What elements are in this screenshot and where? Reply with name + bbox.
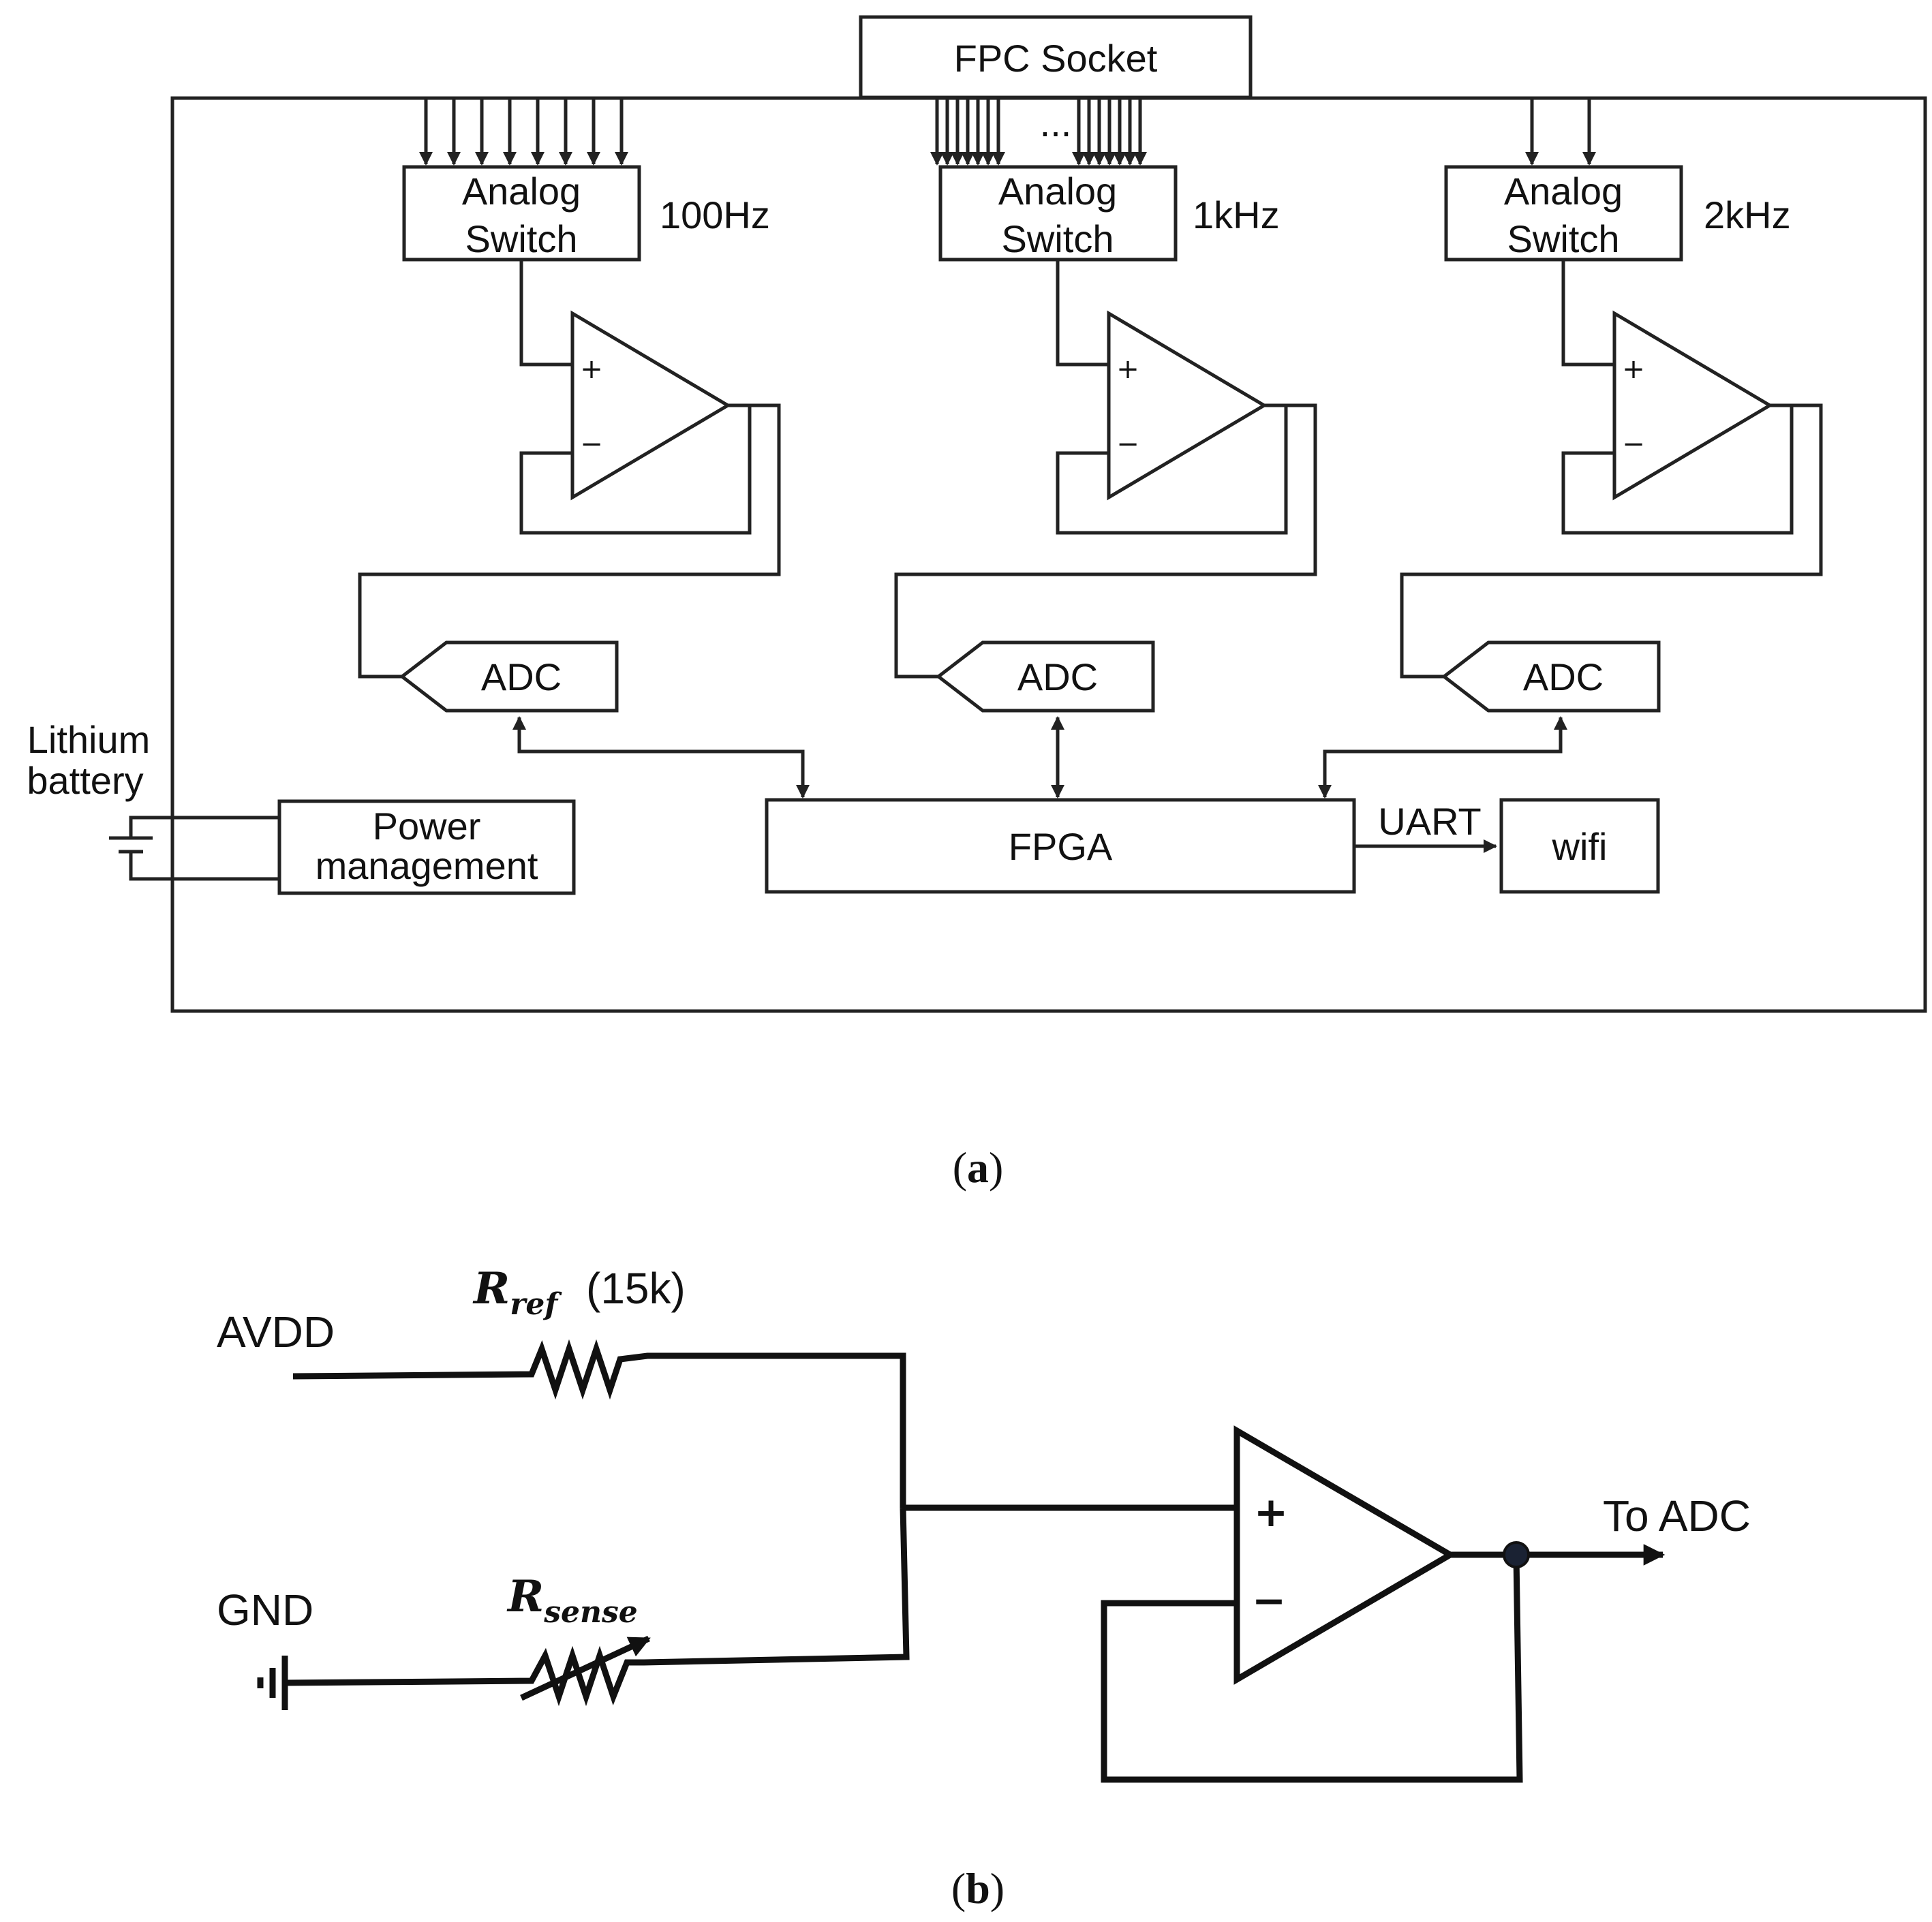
r-sense-label: Rsense	[506, 1571, 638, 1630]
opamp-2-minus: −	[1116, 429, 1139, 460]
analog-switch-2-label-line1: Analog	[998, 170, 1117, 213]
opamp-1-plus: +	[580, 354, 603, 385]
opamp-3-minus: −	[1622, 429, 1645, 460]
input-arrows-switch-1	[419, 99, 628, 166]
opamp-b-plus: +	[1254, 1489, 1288, 1536]
adc-3-label: ADC	[1523, 655, 1604, 698]
opamp-channel-2: + −	[894, 260, 1317, 679]
opamp-1-minus: −	[580, 429, 603, 460]
frequency-label-1khz: 1kHz	[1193, 193, 1280, 236]
opamp-channel-1: + −	[358, 260, 781, 679]
r-sense-variable-arrow	[520, 1635, 651, 1701]
opamp-3-plus: +	[1622, 354, 1645, 385]
lithium-battery: Lithium battery	[27, 718, 279, 881]
opamp-b-minus: −	[1252, 1577, 1286, 1625]
wifi-label: wifi	[1552, 825, 1608, 868]
opamp-buffer	[1233, 1425, 1456, 1685]
to-adc-label: To ADC	[1603, 1491, 1751, 1540]
caption-b: (b)	[951, 1864, 1005, 1912]
fpc-socket-label: FPC Socket	[954, 37, 1158, 80]
battery-label-line1: Lithium	[27, 718, 151, 761]
caption-a: (a)	[953, 1143, 1004, 1192]
arrow-ellipsis: ...	[1040, 102, 1072, 144]
power-management-block: Power management	[277, 799, 576, 895]
link-adc1-fpga	[512, 716, 810, 799]
adc-3: ADC	[1441, 640, 1661, 713]
analog-switch-3-label-line1: Analog	[1504, 170, 1623, 213]
adc-2: ADC	[935, 640, 1155, 713]
battery-label-line2: battery	[27, 759, 143, 802]
power-management-label-line1: Power	[373, 805, 481, 848]
ground-icon	[257, 1656, 288, 1710]
input-arrows-switch-2	[930, 99, 1147, 166]
analog-switch-2: Analog Switch	[938, 165, 1178, 262]
analog-switch-1-label-line2: Switch	[465, 217, 578, 260]
power-management-label-line2: management	[316, 844, 538, 887]
analog-switch-3: Analog Switch	[1444, 165, 1683, 262]
analog-switch-2-label-line2: Switch	[1002, 217, 1114, 260]
frequency-label-100hz: 100Hz	[660, 193, 770, 236]
feedback-wire	[1101, 1556, 1523, 1783]
gnd-wire-with-r-sense	[284, 1507, 910, 1707]
frequency-label-2khz: 2kHz	[1704, 193, 1791, 236]
input-arrows-switch-3	[1525, 99, 1596, 166]
adc-1: ADC	[399, 640, 619, 713]
analog-switch-1: Analog Switch	[402, 165, 641, 262]
r-ref-value: (15k)	[586, 1264, 686, 1313]
wifi-block: wifi	[1499, 798, 1660, 894]
fpc-socket-box	[859, 15, 1253, 99]
output-junction-dot	[1503, 1541, 1530, 1568]
avdd-wire-with-r-ref	[292, 1339, 906, 1508]
analog-switch-1-label-line1: Analog	[462, 170, 581, 213]
adc-2-label: ADC	[1017, 655, 1098, 698]
link-adc3-fpga	[1318, 716, 1567, 799]
panel-a-block-diagram: FPC Socket ... Analog Switch 100Hz Analo…	[27, 15, 1927, 1192]
avdd-label: AVDD	[217, 1307, 335, 1357]
opamp-2-plus: +	[1116, 354, 1139, 385]
r-ref-label: Rref	[472, 1263, 562, 1322]
fpga-block: FPGA	[765, 798, 1356, 894]
adc-1-label: ADC	[481, 655, 562, 698]
gnd-label: GND	[217, 1585, 313, 1634]
uart-label: UART	[1378, 800, 1481, 843]
panel-b-sensing-circuit: AVDD Rref (15k) GND Rsense + − To ADC (b…	[217, 1263, 1751, 1912]
fpga-label: FPGA	[1009, 825, 1113, 868]
analog-switch-3-label-line2: Switch	[1507, 217, 1620, 260]
opamp-channel-3: + −	[1400, 260, 1823, 679]
